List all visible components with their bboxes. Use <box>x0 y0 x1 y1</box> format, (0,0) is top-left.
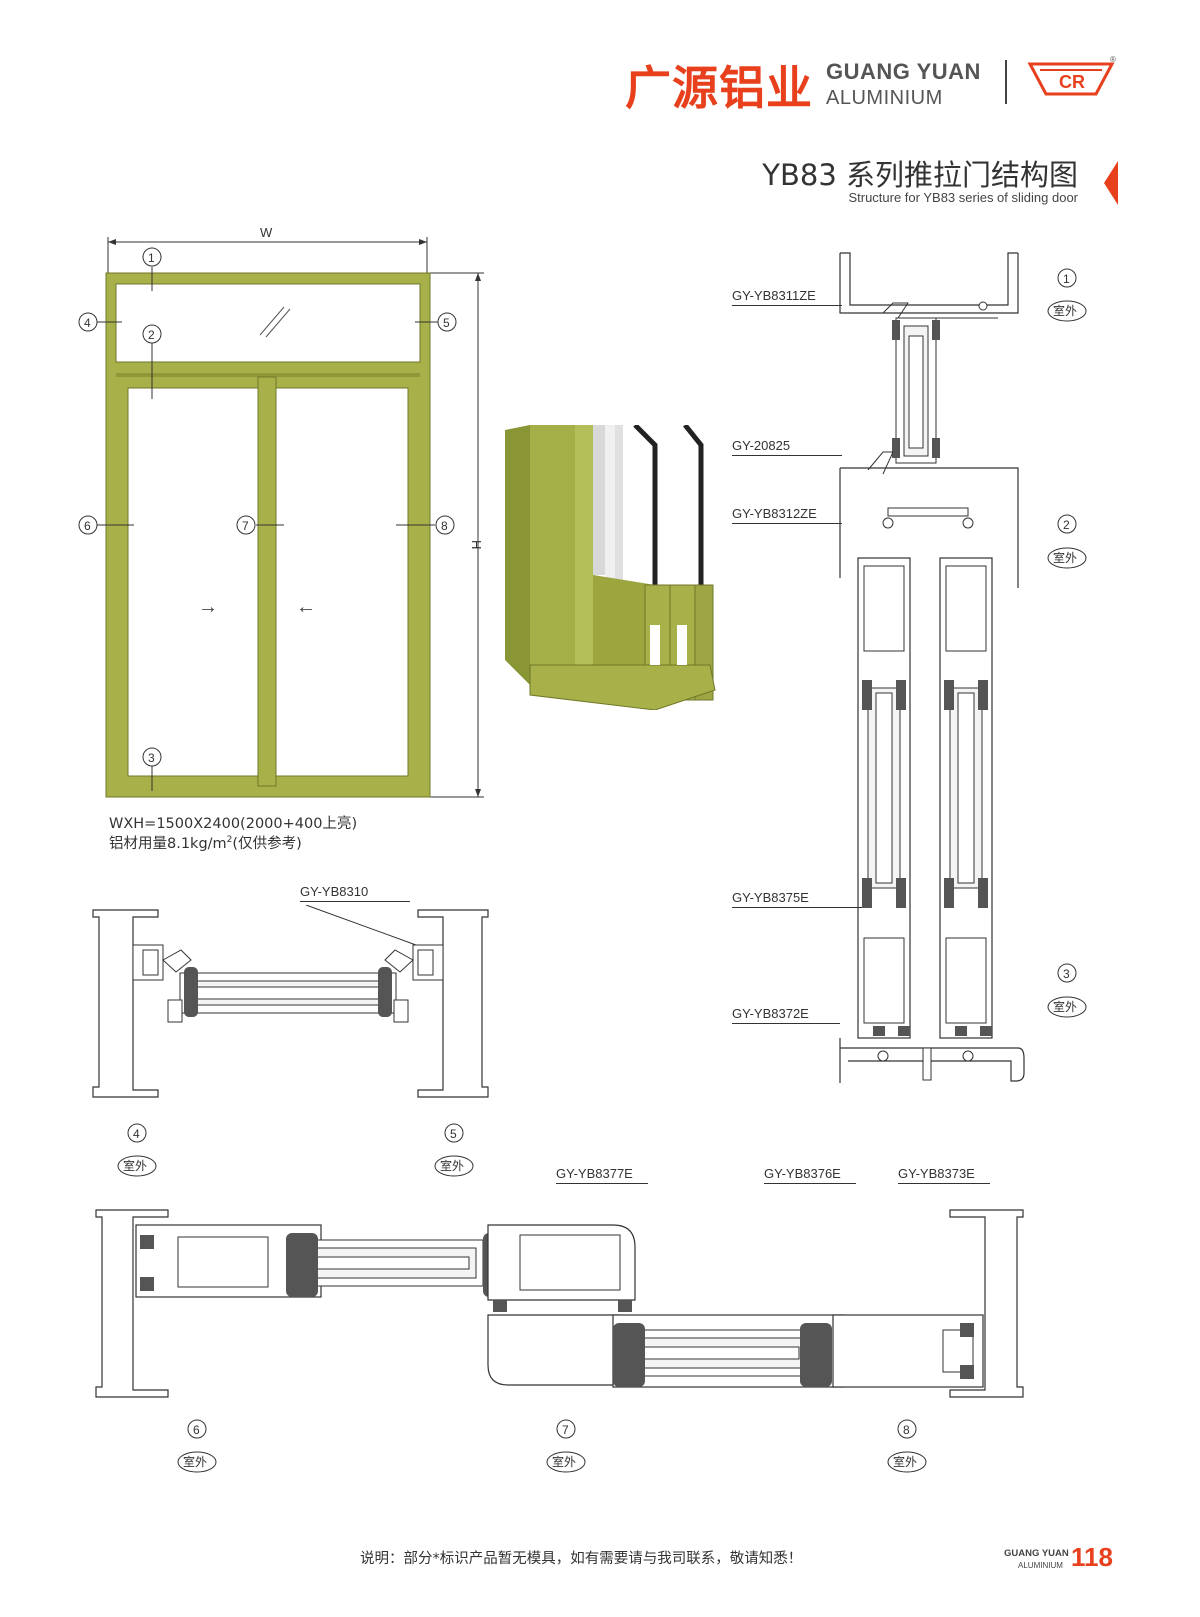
jamb-section-drawing <box>92 905 489 1098</box>
svg-text:8: 8 <box>903 1423 910 1437</box>
svg-text:室外: 室外 <box>183 1454 207 1469</box>
vertical-section-markers: 1 室外 2 室外 3 室外 <box>1047 268 1087 1018</box>
svg-text:2: 2 <box>148 328 155 342</box>
material-usage: 铝材用量8.1kg/m2(仅供参考) <box>109 835 302 852</box>
section-marker-2: 2 室外 <box>1047 514 1087 569</box>
svg-text:3: 3 <box>1063 967 1070 981</box>
svg-text:室外: 室外 <box>1053 303 1077 318</box>
svg-text:1: 1 <box>148 251 155 265</box>
brand-divider <box>1005 60 1007 104</box>
slide-right-arrow: → <box>198 596 218 618</box>
svg-text:室外: 室外 <box>440 1158 464 1173</box>
callout-leader <box>732 455 842 456</box>
svg-text:5: 5 <box>450 1127 457 1141</box>
svg-text:4: 4 <box>133 1127 140 1141</box>
svg-text:8: 8 <box>441 519 448 533</box>
height-label: H <box>469 540 484 549</box>
vertical-section-drawing <box>839 252 1025 1083</box>
elevation-marker-6: 6 <box>78 515 134 535</box>
svg-text:6: 6 <box>193 1423 200 1437</box>
svg-text:室外: 室外 <box>123 1158 147 1173</box>
svg-text:4: 4 <box>84 316 91 330</box>
size-spec: WXH=1500X2400(2000+400上亮) <box>109 816 358 832</box>
callout-leader <box>732 1023 840 1024</box>
section-marker-8: 8 室外 <box>887 1419 927 1473</box>
elevation-marker-7: 7 <box>236 515 284 535</box>
slide-left-arrow: ← <box>296 596 316 618</box>
page-number: 118 <box>1071 1542 1113 1572</box>
callout-gy-yb8312ze: GY-YB8312ZE <box>732 506 817 521</box>
svg-text:室外: 室外 <box>893 1454 917 1469</box>
callout-leader <box>732 523 842 524</box>
callout-leader <box>732 305 842 306</box>
elevation-marker-5: 5 <box>415 312 457 332</box>
page-title: YB83 系列推拉门结构图 <box>762 158 1078 192</box>
callout-leader <box>764 1183 856 1184</box>
sash-section-drawing <box>95 1209 1024 1398</box>
jamb-section-markers: 4 室外 5 室外 <box>117 1123 474 1177</box>
section-marker-4: 4 室外 <box>117 1123 157 1177</box>
svg-text:5: 5 <box>443 316 450 330</box>
footer-brand-sub: ALUMINIUM <box>1018 1561 1063 1570</box>
width-label: W <box>260 225 273 240</box>
svg-text:7: 7 <box>242 519 249 533</box>
svg-text:CR: CR <box>1059 72 1085 92</box>
callout-leader <box>300 901 410 902</box>
section-marker-5: 5 室外 <box>434 1123 474 1177</box>
svg-text:室外: 室外 <box>552 1454 576 1469</box>
callout-gy-yb8310: GY-YB8310 <box>300 884 369 899</box>
callout-leader <box>898 1183 990 1184</box>
section-marker-6: 6 室外 <box>177 1419 217 1473</box>
brand-name-en: GUANG YUAN <box>826 59 981 84</box>
company-logo: CR ® <box>1027 55 1116 96</box>
callout-leader <box>556 1183 648 1184</box>
svg-text:2: 2 <box>1063 518 1070 532</box>
svg-text:7: 7 <box>562 1423 569 1437</box>
door-elevation: W H → ← 1 2 3 4 5 6 7 <box>78 225 484 798</box>
callout-gy-yb8311ze: GY-YB8311ZE <box>732 288 816 303</box>
section-marker-1: 1 室外 <box>1047 268 1087 322</box>
page-subtitle: Structure for YB83 series of sliding doo… <box>848 190 1078 205</box>
registered-mark: ® <box>1110 55 1116 64</box>
svg-text:3: 3 <box>148 751 155 765</box>
section-marker-7: 7 室外 <box>546 1419 586 1473</box>
elevation-marker-8: 8 <box>396 515 455 535</box>
svg-text:1: 1 <box>1063 272 1070 286</box>
svg-text:室外: 室外 <box>1053 550 1077 565</box>
callout-gy-yb8372e: GY-YB8372E <box>732 1006 809 1021</box>
svg-text:6: 6 <box>84 519 91 533</box>
svg-text:室外: 室外 <box>1053 999 1077 1014</box>
elevation-marker-1: 1 <box>142 247 162 291</box>
title-marker-icon <box>1104 161 1118 205</box>
elevation-marker-2: 2 <box>142 324 162 399</box>
elevation-marker-4: 4 <box>78 312 122 332</box>
elevation-marker-3: 3 <box>142 747 162 791</box>
footer-note: 说明：部分*标识产品暂无模具，如有需要请与我司联系，敬请知悉！ <box>360 1551 803 1567</box>
callout-gy-20825: GY-20825 <box>732 438 791 453</box>
footer-brand: GUANG YUAN <box>1004 1548 1069 1559</box>
callout-gy-yb8376e: GY-YB8376E <box>764 1166 841 1181</box>
brand-name-cn: 广源铝业 <box>625 61 813 115</box>
callout-leader <box>732 907 862 908</box>
section-marker-3: 3 室外 <box>1047 963 1087 1018</box>
callout-gy-yb8373e: GY-YB8373E <box>898 1166 975 1181</box>
sash-section-markers: 6 室外 7 室外 8 室外 <box>177 1419 927 1473</box>
profile-3d-render <box>505 425 716 710</box>
callout-gy-yb8377e: GY-YB8377E <box>556 1166 633 1181</box>
brand-subtitle-en: ALUMINIUM <box>826 87 943 109</box>
callout-gy-yb8375e: GY-YB8375E <box>732 890 809 905</box>
